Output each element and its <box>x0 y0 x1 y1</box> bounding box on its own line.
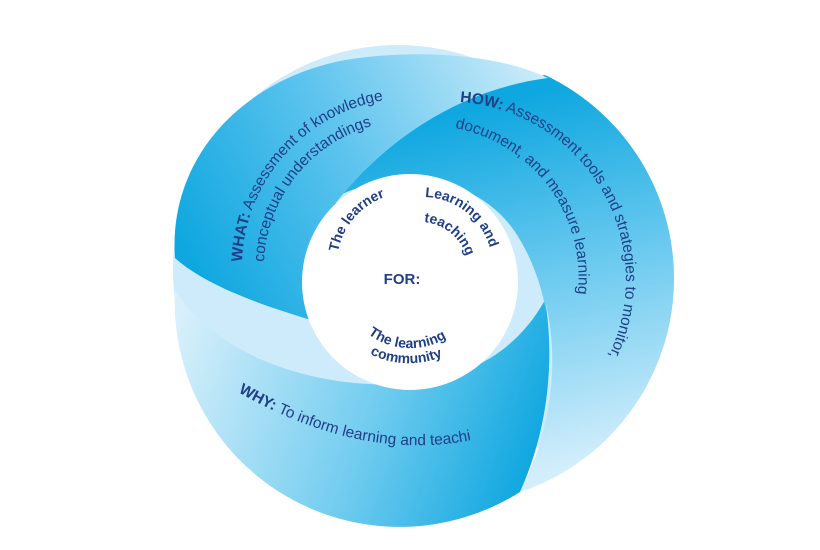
why-segment <box>174 290 550 527</box>
what-segment <box>174 54 548 323</box>
center-circle <box>302 174 518 390</box>
center-title: FOR: <box>384 271 421 288</box>
